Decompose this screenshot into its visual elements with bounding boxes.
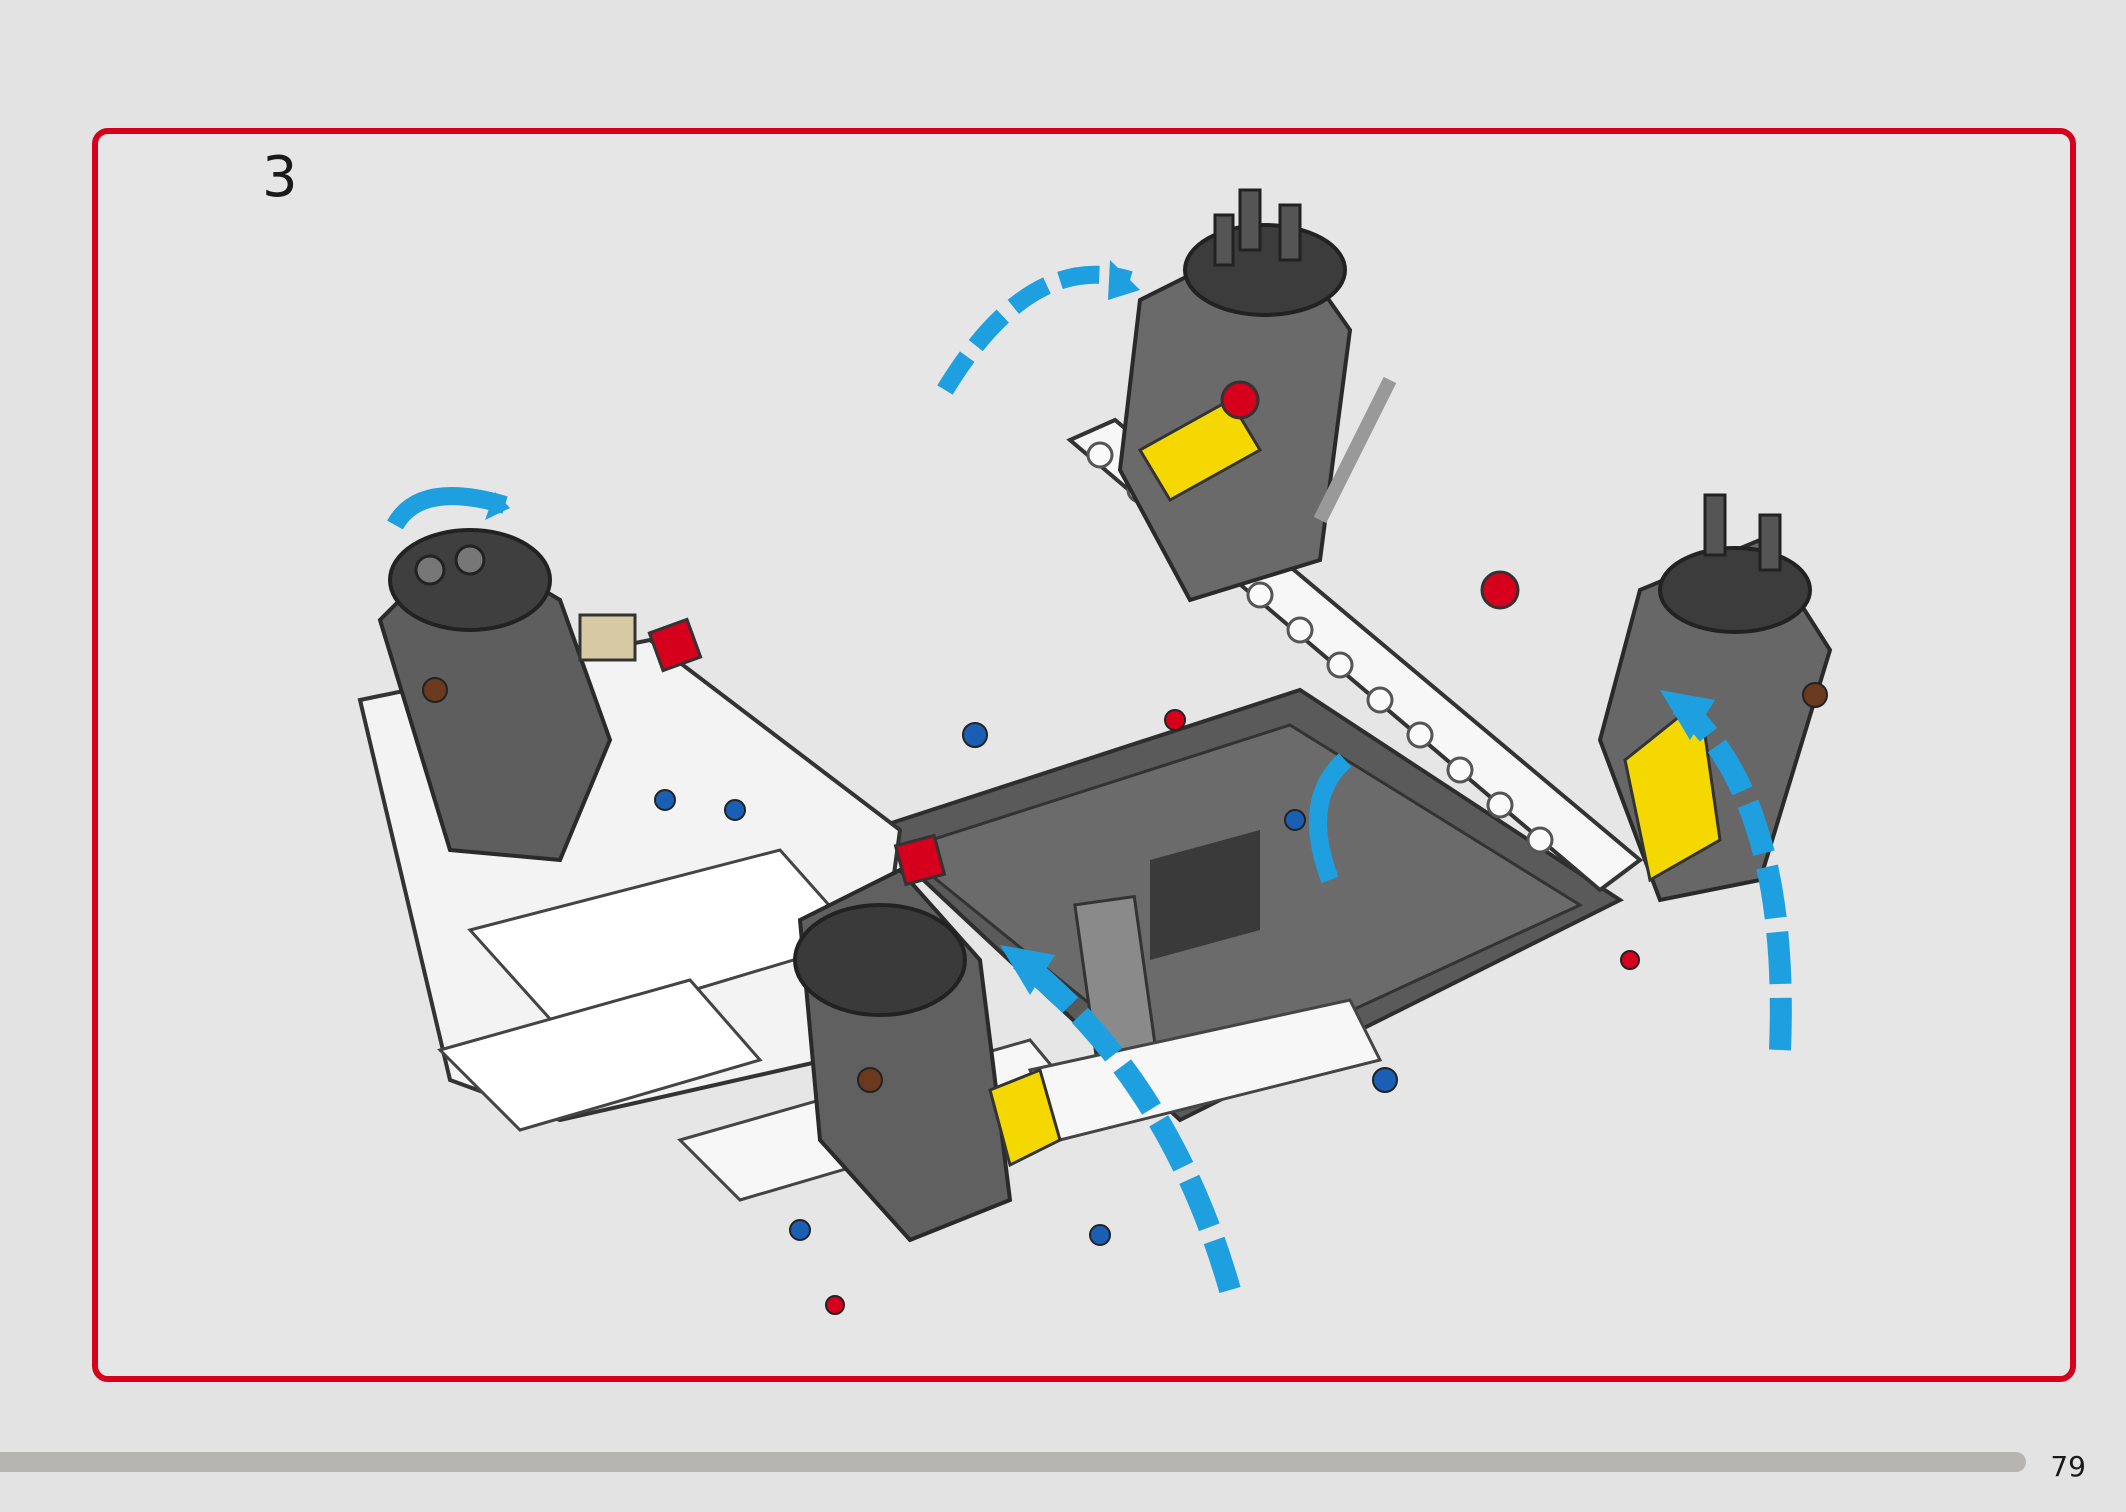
arrow-heads bbox=[485, 260, 1715, 995]
rotate-arrow-icon bbox=[387, 265, 1352, 884]
rear-left-hub bbox=[377, 528, 703, 863]
chassis-frame bbox=[866, 687, 1625, 1123]
move-arrow-icon bbox=[1013, 696, 1792, 1294]
pins bbox=[422, 677, 1828, 1315]
front-right-hub bbox=[1480, 493, 1833, 903]
step-number: 3 bbox=[262, 145, 298, 210]
front-left-hub bbox=[793, 833, 1062, 1243]
page-number: 79 bbox=[2050, 1450, 2086, 1483]
rear-right-hub bbox=[1117, 188, 1397, 603]
progress-bar bbox=[0, 1452, 2026, 1472]
